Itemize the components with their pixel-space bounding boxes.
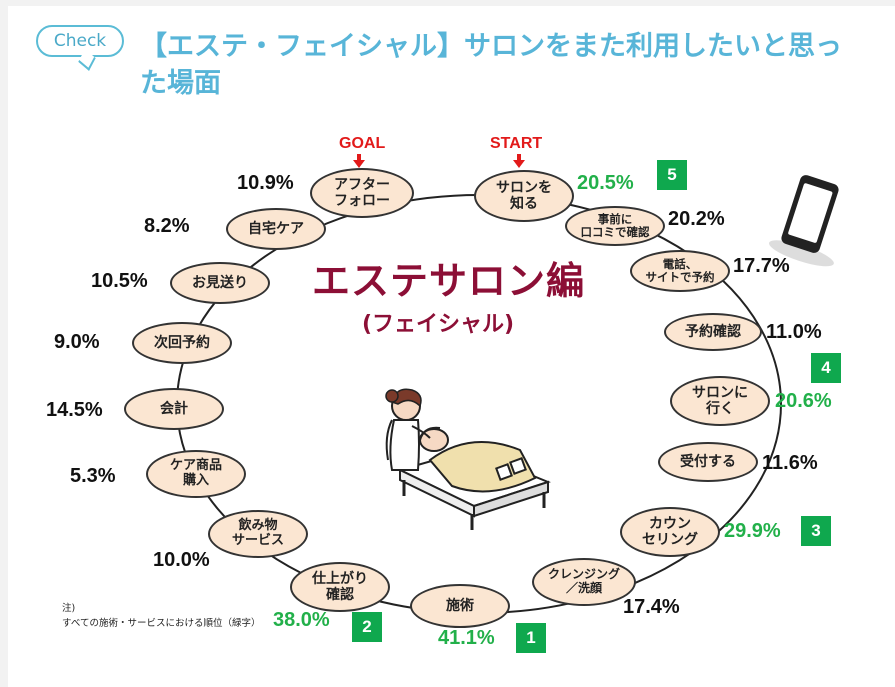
journey-step-percent: 10.0% — [153, 549, 210, 572]
journey-step-label: クレンジング／洗顔 — [548, 568, 620, 596]
journey-step-percent: 14.5% — [46, 399, 103, 422]
journey-step-percent: 29.9% — [724, 520, 781, 543]
journey-step-label: 施術 — [446, 598, 474, 614]
start-arrow-icon — [513, 160, 525, 168]
footnote: 注) すべての施術・サービスにおける順位（緑字） — [62, 601, 260, 631]
journey-step-node: 自宅ケア — [226, 208, 326, 250]
diagram-main-title: エステサロン編 — [312, 250, 585, 305]
journey-step-label: 自宅ケア — [248, 221, 304, 237]
journey-step-percent: 10.5% — [91, 270, 148, 293]
journey-step-percent: 9.0% — [54, 331, 100, 354]
journey-step-label: ケア商品購入 — [170, 459, 222, 489]
journey-step-node: 会計 — [124, 388, 224, 430]
journey-step-node: カウンセリング — [620, 507, 720, 557]
footnote-title: 注) — [62, 601, 260, 616]
journey-step-percent: 11.0% — [766, 321, 822, 344]
journey-step-node: クレンジング／洗顔 — [532, 558, 636, 606]
journey-step-node: 飲み物サービス — [208, 510, 308, 558]
journey-step-percent: 17.4% — [623, 596, 680, 619]
journey-step-percent: 20.5% — [577, 172, 634, 195]
journey-step-label: 次回予約 — [154, 335, 210, 351]
journey-step-percent: 17.7% — [733, 255, 790, 278]
journey-step-node: 仕上がり確認 — [290, 562, 390, 612]
journey-step-label: カウンセリング — [642, 516, 698, 548]
journey-step-node: お見送り — [170, 262, 270, 304]
rank-badge: 4 — [811, 353, 841, 383]
journey-step-label: 予約確認 — [685, 324, 741, 340]
journey-step-percent: 10.9% — [237, 172, 294, 195]
journey-step-node: アフターフォロー — [310, 168, 414, 218]
journey-step-node: サロンに行く — [670, 376, 770, 426]
goal-arrow-icon — [353, 160, 365, 168]
journey-step-node: 事前に口コミで確認 — [565, 206, 665, 246]
journey-step-percent: 5.3% — [70, 465, 116, 488]
journey-step-percent: 38.0% — [273, 609, 330, 632]
journey-step-label: アフターフォロー — [334, 177, 390, 209]
journey-step-percent: 11.6% — [762, 452, 818, 475]
journey-step-label: 受付する — [680, 454, 736, 470]
journey-step-label: 飲み物サービス — [232, 519, 284, 549]
goal-label: GOAL — [339, 135, 385, 153]
journey-step-label: 仕上がり確認 — [312, 571, 368, 603]
rank-badge: 5 — [657, 160, 687, 190]
rank-badge: 2 — [352, 612, 382, 642]
journey-step-percent: 8.2% — [144, 215, 190, 238]
start-label: START — [490, 135, 542, 153]
journey-step-label: サロンに行く — [692, 385, 748, 417]
rank-badge: 3 — [801, 516, 831, 546]
journey-step-percent: 20.6% — [775, 390, 832, 413]
journey-step-node: 予約確認 — [664, 313, 762, 351]
journey-step-label: お見送り — [192, 275, 248, 291]
rank-badge: 1 — [516, 623, 546, 653]
diagram-sub-title: (フェイシャル) — [362, 306, 514, 338]
journey-step-node: サロンを知る — [474, 170, 574, 222]
journey-step-node: 電話、サイトで予約 — [630, 250, 730, 292]
esthetician-illustration-icon — [386, 389, 548, 530]
journey-step-node: 受付する — [658, 442, 758, 482]
journey-step-percent: 20.2% — [668, 208, 725, 231]
journey-step-node: 次回予約 — [132, 322, 232, 364]
journey-step-label: サロンを知る — [496, 180, 552, 212]
journey-step-label: 事前に口コミで確認 — [581, 213, 650, 239]
journey-step-node: ケア商品購入 — [146, 450, 246, 498]
journey-step-label: 電話、サイトで予約 — [646, 258, 715, 284]
journey-step-label: 会計 — [160, 401, 188, 417]
journey-step-percent: 41.1% — [438, 627, 495, 650]
footnote-text: すべての施術・サービスにおける順位（緑字） — [62, 616, 260, 631]
journey-step-node: 施術 — [410, 584, 510, 628]
